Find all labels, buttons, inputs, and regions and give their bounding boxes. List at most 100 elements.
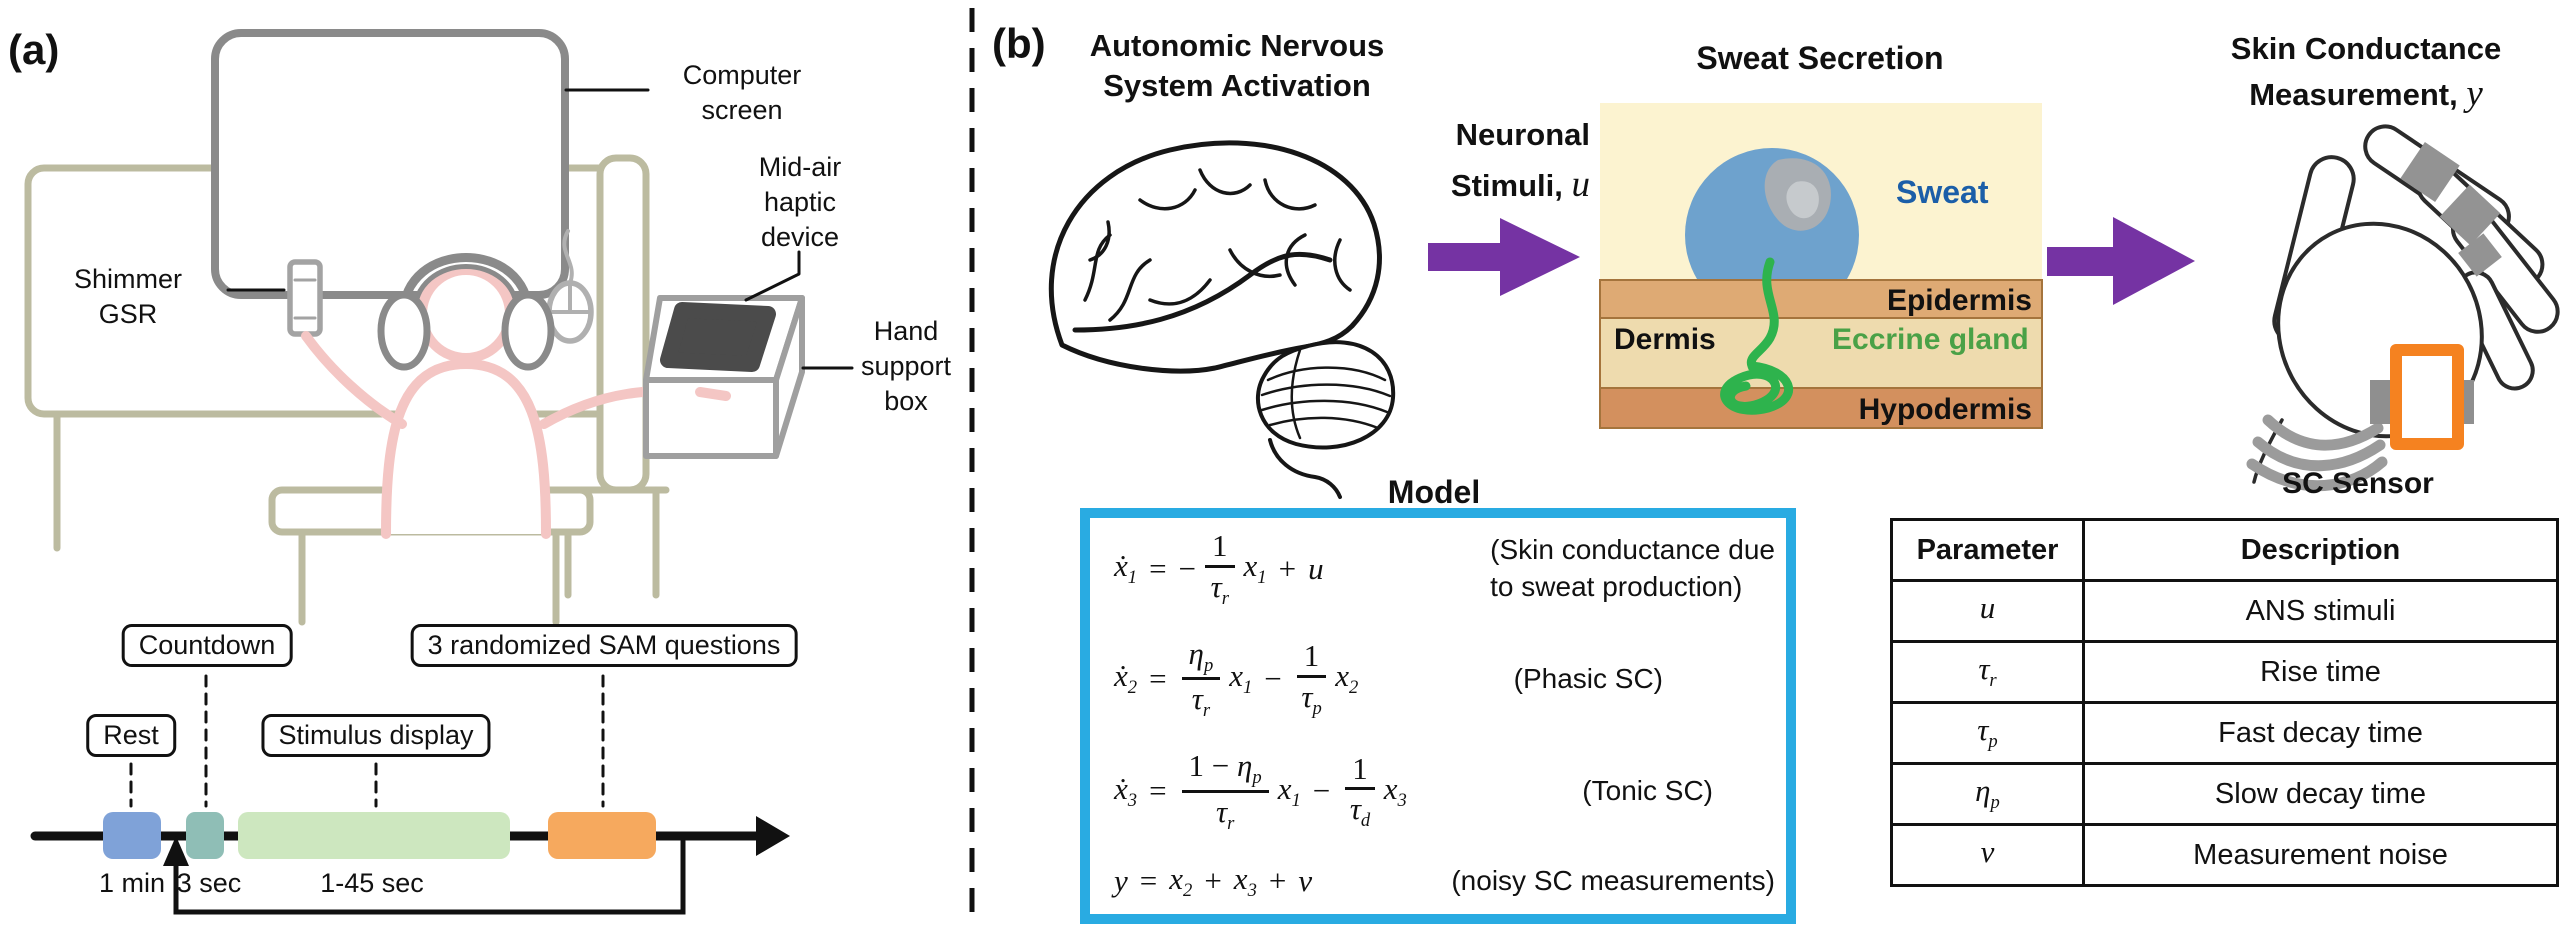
hand-support-box-side [773, 295, 805, 459]
neuronal-stimuli-word: Stimuli, [1450, 168, 1563, 203]
equation-2-math: ẋ2 = ηp τr x1 − 1 τp x2 [1114, 635, 1359, 722]
dermis-label: Dermis [1614, 323, 1716, 356]
equation-2-note: (Phasic SC) [1513, 662, 1663, 694]
fraction-1-minus-eta-over-tau-r: 1 − ηp τr [1181, 748, 1269, 834]
table-row: ηp Slow decay time [1890, 762, 2559, 826]
equation-3-note: (Tonic SC) [1582, 775, 1713, 807]
brain-stem [1268, 438, 1342, 499]
mid-air-haptic-device [660, 302, 776, 372]
param-symbol-eta-p: ηp [1890, 762, 2085, 826]
table-row: τr Rise time [1890, 640, 2559, 704]
timeline-block-stimulus [238, 812, 510, 859]
haptic-label-line3: device [760, 222, 840, 252]
sc-title-line2: Measurement, y [2231, 71, 2501, 117]
handbox-label-line2: support [860, 351, 952, 381]
shimmer-label-line1: Shimmer [73, 264, 183, 294]
eccrine-gland-label: Eccrine gland [1832, 323, 2029, 356]
epidermis-layer [1599, 279, 2043, 319]
headphone-earcup-left [377, 291, 431, 371]
equation-1-math: ẋ1 = − 1 τr x1 + u [1114, 528, 1324, 609]
computer-screen-label-line2: screen [701, 95, 783, 125]
haptic-device-label: Mid-air haptic device [759, 150, 842, 255]
model-equations: ẋ1 = − 1 τr x1 + u (Skin conductance due… [1097, 518, 1779, 914]
dermis-layer [1599, 317, 2043, 389]
hypodermis-layer [1599, 387, 2043, 429]
shimmer-gsr-device [287, 259, 323, 337]
equation-1: ẋ1 = − 1 τr x1 + u (Skin conductance due… [1111, 528, 1775, 609]
experiment-scene [24, 29, 854, 626]
hand-support-box-label: Hand support box [861, 314, 951, 419]
handbox-label-line3: box [884, 386, 928, 416]
sweat-droplet-highlight-inner [1786, 181, 1819, 219]
handbox-label-line1: Hand [873, 316, 939, 346]
eccrine-gland-duct [1720, 257, 1793, 415]
timeline-label-countdown: Countdown [121, 624, 293, 667]
panel-a-tag: (a) [8, 26, 60, 73]
sweat-label: Sweat [1896, 174, 1989, 210]
person-torso [381, 359, 551, 539]
finger-electrode-bands [2400, 142, 2502, 277]
fraction-1-over-tau-r: 1 τr [1205, 528, 1235, 609]
param-symbol-u: u [1890, 579, 2085, 643]
shimmer-label-line2: GSR [98, 299, 158, 329]
param-desc: ANS stimuli [2082, 579, 2559, 643]
neuronal-line1: Neuronal [1455, 117, 1590, 152]
parameter-table: Parameter Description u ANS stimuli τr R… [1890, 518, 2559, 887]
equation-3: ẋ3 = 1 − ηp τr x1 − 1 τd x3 (Tonic SC) [1111, 748, 1775, 834]
sc-title-line1: Skin Conductance [2230, 31, 2502, 66]
param-desc: Fast decay time [2082, 701, 2559, 765]
hypodermis-label: Hypodermis [1858, 393, 2032, 426]
u-symbol: u [1571, 164, 1591, 205]
panel-b-tag: (b) [992, 20, 1046, 67]
timeline-dashed-connectors [129, 674, 605, 808]
timeline-label-sam: 3 randomized SAM questions [410, 624, 798, 667]
equation-2: ẋ2 = ηp τr x1 − 1 τp x2 (Phasic SC) [1111, 636, 1775, 722]
trial-timeline [30, 674, 790, 915]
brain-cerebellum [1255, 340, 1396, 450]
electrode-pad-ring [2458, 233, 2502, 277]
sc-sensor [2390, 344, 2464, 450]
timeline-label-stimulus: Stimulus display [261, 714, 491, 757]
haptic-label-line2: haptic [763, 187, 837, 217]
headphones-band-inner [411, 264, 521, 319]
duration-stimulus: 1-45 sec [320, 868, 424, 898]
hand-illustration [2246, 124, 2560, 492]
timeline-loop-arrowhead [163, 836, 189, 866]
timeline-block-countdown [186, 812, 224, 859]
electrode-band-index [2400, 142, 2460, 202]
timeline-axis-arrowhead [756, 816, 790, 856]
brain-sulci [1072, 168, 1352, 333]
haptic-callout-line [744, 250, 801, 302]
computer-screen [211, 29, 569, 299]
param-desc: Rise time [2082, 640, 2559, 704]
arrow-neuronal-stimuli [1428, 218, 1580, 296]
table-row: u ANS stimuli [1890, 579, 2559, 643]
equation-4-math: y = x2 + x3 + ν [1114, 860, 1313, 901]
table-row: τp Fast decay time [1890, 701, 2559, 765]
ans-title-line2: System Activation [1103, 68, 1371, 103]
param-symbol-tau-p: τp [1890, 701, 2085, 765]
table-row: ν Measurement noise [1890, 823, 2559, 887]
electrode-band-middle [2439, 184, 2501, 246]
chair-back [596, 154, 650, 494]
haptic-label-line1: Mid-air [758, 152, 842, 182]
ans-activation-title: Autonomic Nervous System Activation [1090, 26, 1385, 106]
brain-illustration [1048, 140, 1396, 499]
model-title: Model [1387, 474, 1481, 510]
person-left-arm [301, 331, 407, 429]
sc-measurement-word: Measurement, [2249, 77, 2458, 112]
headphone-earcup-right [501, 291, 555, 371]
equation-3-math: ẋ3 = 1 − ηp τr x1 − 1 τd x3 [1114, 748, 1407, 834]
duration-countdown: 3 sec [176, 868, 242, 898]
sweat-secretion-diagram [1599, 103, 2043, 429]
sc-sensor-label: SC Sensor [2282, 467, 2434, 500]
timeline-loop-arrow [173, 838, 686, 915]
param-symbol-tau-r: τr [1890, 640, 2085, 704]
equation-4-note: (noisy SC measurements) [1451, 865, 1775, 897]
neuronal-stimuli-label: Neuronal Stimuli, u [1451, 110, 1590, 211]
mouse-wire [562, 229, 574, 285]
y-symbol: y [2466, 73, 2483, 114]
hand-support-box-front [643, 377, 779, 459]
